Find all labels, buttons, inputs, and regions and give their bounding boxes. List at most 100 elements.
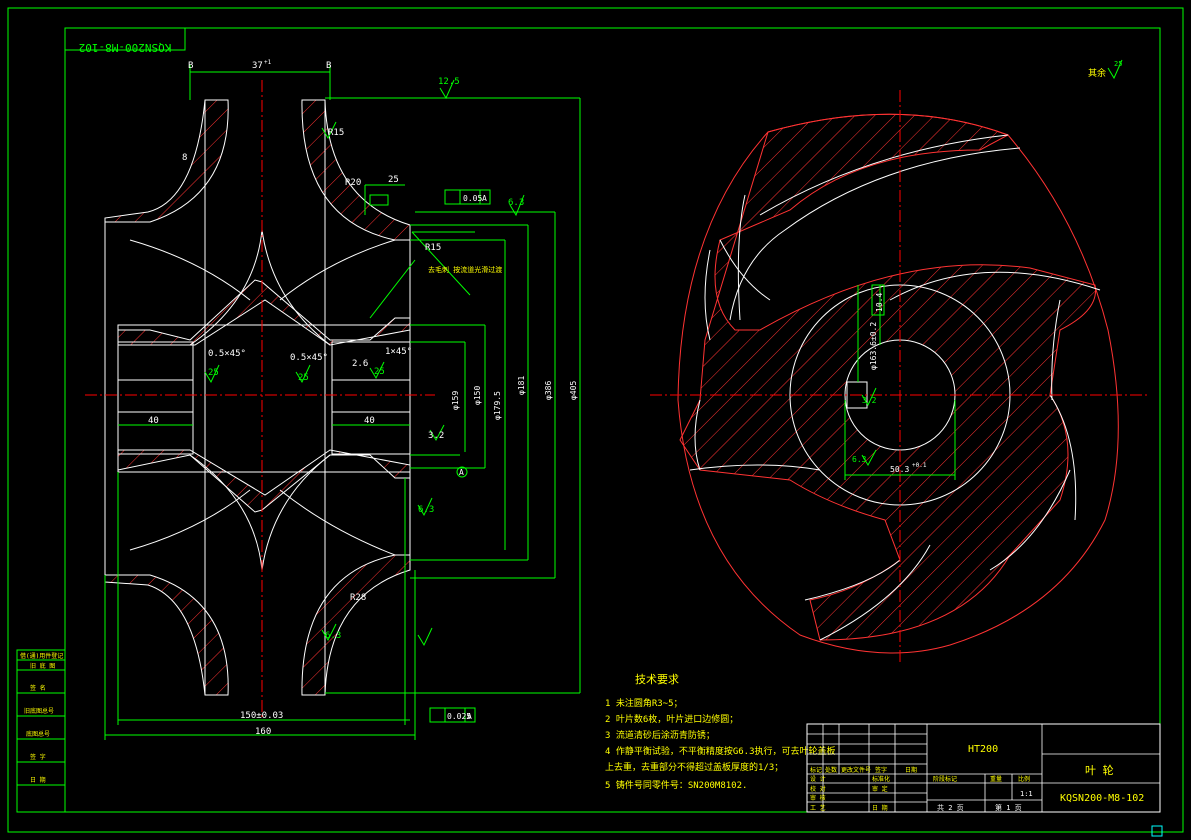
dim-flatness2: 0.025	[447, 712, 471, 721]
dim-rough-25b: 25	[298, 373, 309, 383]
tech-item: 1 未注圆角R3~5；	[605, 697, 683, 709]
tb-label: 签字	[875, 766, 887, 774]
vanes	[689, 134, 1101, 641]
keyway-texts: 50.3 +0.1 10.4 φ163.6±0.2 3.2 6.3	[852, 293, 927, 474]
dim-rough-key: 3.2	[862, 396, 877, 405]
dim-keyway-tol: +0.1	[912, 462, 927, 469]
roughness-other-value: 25	[1114, 60, 1122, 68]
tb-label: 更改文件号	[841, 766, 871, 774]
tb-label: 标记	[810, 766, 822, 774]
dim-d-bore: φ150	[473, 386, 482, 405]
roughness-symbols	[204, 59, 1123, 647]
tb-label: 处数	[825, 766, 837, 774]
tb-header: 阶段标记	[933, 775, 957, 783]
plan-center-lines	[650, 90, 1150, 665]
mirrored-number-box: KQSN200-M8-102	[64, 27, 186, 54]
dim-r15b: R15	[328, 128, 344, 138]
dim-d-shroud: φ386	[544, 381, 553, 400]
dim-texts: B B 37 +1 12.5 25 0.05 A 6.3 R15 去毛刺 按流道…	[148, 59, 524, 737]
tb-label: 日期	[905, 766, 917, 774]
section-mark-b-left: B	[188, 61, 193, 71]
tech-requirements: 技术要求 1 未注圆角R3~5； 2 叶片数6枚，叶片进口边修圆； 3 流道清砂…	[605, 673, 836, 791]
title-block: 标记 处数 更改文件号 签字 日期 设 计 校 对 审 核 工 艺 标准化 审 …	[806, 723, 1161, 813]
section-mark-b-right: B	[326, 61, 331, 71]
dim-len-160: 160	[255, 727, 271, 737]
dim-d-hub1: φ179.5	[493, 391, 502, 420]
dim-top-width-tol: +1	[264, 59, 272, 66]
drawing-number: KQSN200-M8-102	[1060, 793, 1144, 804]
dimension-lines	[104, 65, 581, 740]
impeller-outline	[677, 113, 1119, 654]
dim-note-side: 去毛刺 按流道光滑过渡	[428, 265, 502, 274]
tech-title: 技术要求	[635, 673, 679, 686]
dim-rough-key2: 6.3	[852, 455, 867, 464]
dim-rough-25c: 25	[374, 367, 385, 377]
plan-view: 50.3 +0.1 10.4 φ163.6±0.2 3.2 6.3 其余 25	[650, 60, 1150, 665]
dim-chamfer1: 0.5×45°	[208, 349, 246, 359]
left-table-cell: 底图总号	[26, 730, 50, 738]
tb-cell: 日 期	[872, 804, 888, 812]
left-table-cell: 旧底图总号	[24, 707, 54, 715]
keyway-dims	[844, 284, 956, 480]
material: HT200	[968, 744, 998, 755]
sheet-total: 共 2 页	[937, 803, 964, 812]
left-side-table: 借(通)用件登记 旧 底 图 签 名 旧底图总号 底图总号 签 字 日 期	[16, 649, 66, 813]
tb-row-label: 工 艺	[810, 804, 826, 812]
dim-d-outer: φ405	[569, 381, 578, 400]
dim-d-fit: φ159	[451, 391, 460, 410]
dim-r20: R20	[345, 178, 361, 188]
dim-key-depth2: φ163.6±0.2	[869, 322, 878, 370]
dim-len-150: 150±0.03	[240, 711, 283, 721]
mirrored-number: KQSN200-M8-102	[79, 41, 172, 54]
dim-chamfer2: 0.5×45°	[290, 353, 328, 363]
dim-chamfer3: 1×45°	[385, 347, 412, 357]
dim-r63: 6.3	[418, 505, 434, 515]
part-name: 叶 轮	[1085, 763, 1114, 777]
tb-row-label: 审 核	[810, 794, 826, 802]
outline	[104, 100, 411, 695]
tb-row-label: 校 对	[810, 785, 826, 793]
dim-datum-a: A	[482, 194, 487, 203]
dim-d-hub2: φ181	[517, 376, 526, 395]
inner-frame	[64, 27, 1161, 813]
left-table-cell: 借(通)用件登记	[20, 652, 63, 660]
tb-cell: 审 定	[872, 785, 888, 793]
dim-r15: R15	[425, 243, 441, 253]
left-table-cell: 日 期	[30, 776, 46, 784]
left-table-cell: 签 字	[30, 753, 46, 761]
dim-datum-a-circle: A	[459, 468, 464, 477]
tb-cell: 标准化	[872, 775, 890, 783]
section-view: B B 37 +1 12.5 25 0.05 A 6.3 R15 去毛刺 按流道…	[85, 59, 1123, 740]
dim-r8: 8	[182, 153, 187, 163]
tb-header: 比例	[1018, 775, 1030, 783]
dim-key-depth: 10.4	[875, 293, 884, 312]
dim-len-25: 25	[388, 175, 399, 185]
left-table-cell: 签 名	[30, 684, 46, 692]
diameter-labels: φ159 φ150 φ179.5 φ181 φ386 φ405	[451, 376, 578, 420]
dim-datum-a2: A	[467, 712, 472, 721]
center-lines	[85, 80, 435, 720]
dim-flatness: 0.05	[463, 194, 482, 203]
dim-len-32: 3.2	[428, 431, 444, 441]
dim-chamfer4: 2.6	[352, 359, 368, 369]
scale-value: 1:1	[1020, 790, 1033, 798]
left-table-cell: 旧 底 图	[30, 662, 55, 670]
outer-frame	[7, 7, 1184, 833]
corner-mark	[1151, 825, 1163, 837]
hatched-areas	[104, 99, 411, 696]
tech-item: 5 铸件号同零件号：SN200M8102.	[605, 779, 747, 791]
tech-item: 4 作静平衡试验，不平衡精度按G6.3执行，可去叶轮盖板	[605, 745, 836, 757]
roughness-other-label: 其余	[1088, 67, 1106, 79]
dim-len-40a: 40	[148, 416, 159, 426]
tolerance-frames	[369, 189, 491, 723]
dim-r63b: 6.3	[325, 631, 341, 641]
tech-item: 3 流道清砂后涂沥青防锈；	[605, 729, 715, 741]
tb-row-label: 设 计	[810, 775, 826, 783]
dim-rough-63: 6.3	[508, 198, 524, 208]
tech-item: 2 叶片数6枚，叶片进口边修圆；	[605, 713, 738, 725]
dim-rough-top: 12.5	[438, 77, 460, 87]
dim-top-width: 37	[252, 61, 263, 71]
dim-keyway-width: 50.3	[890, 465, 909, 474]
dim-r28: R28	[350, 593, 366, 603]
